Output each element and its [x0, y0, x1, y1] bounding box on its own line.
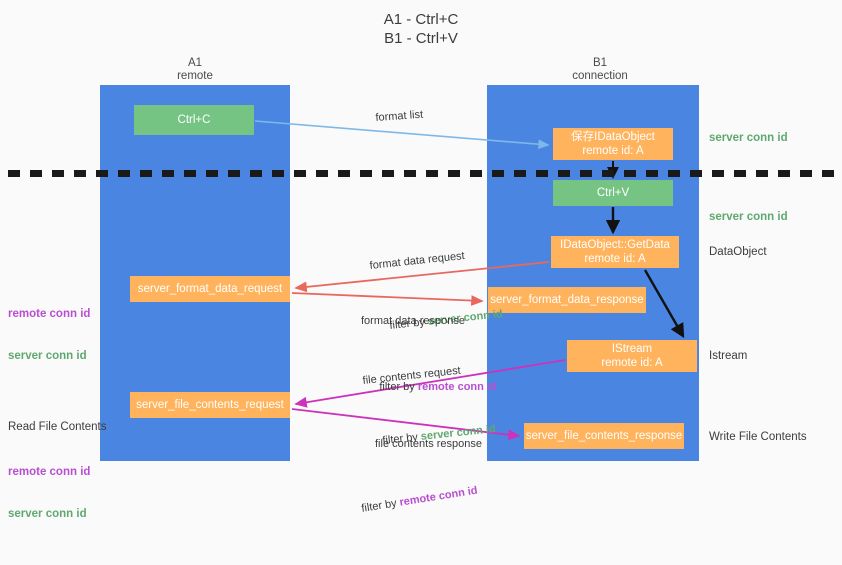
node-istream[interactable]: IStream remote id: A [567, 340, 697, 372]
node-save-idataobject-line1: 保存IDataObject [571, 131, 655, 143]
edge-label-format-data-response: format data response filter by remote co… [361, 284, 497, 440]
node-save-idataobject[interactable]: 保存IDataObject remote id: A [553, 128, 673, 160]
node-ctrl-c-label: Ctrl+C [177, 114, 211, 126]
left-label-remote-conn-id: remote conn id [8, 308, 91, 320]
node-ctrl-v-label: Ctrl+V [596, 187, 630, 199]
edge-label-file-contents-request-line1: file contents request [362, 364, 462, 387]
left-label-remote-conn-id: remote conn id [8, 466, 91, 478]
edge-label-format-list: format list [375, 108, 424, 124]
side-label-dataobject: DataObject [709, 246, 767, 258]
filter-prefix: filter by [379, 381, 418, 393]
node-ctrl-v[interactable]: Ctrl+V [553, 180, 673, 206]
node-server-file-contents-response-label: server_file_contents_response [525, 430, 683, 442]
left-label-server-conn-id: server conn id [8, 350, 87, 362]
left-label-read-file-contents: Read File Contents [8, 421, 107, 433]
node-istream-line2: remote id: A [601, 357, 663, 369]
node-server-format-data-request-label: server_format_data_request [137, 283, 283, 295]
filter-key-remote-conn-id: remote conn id [398, 484, 479, 509]
side-label-server-conn-id-mid: server conn id [709, 211, 788, 223]
node-ctrl-c[interactable]: Ctrl+C [134, 105, 254, 135]
side-label-write-file-contents: Write File Contents [709, 431, 807, 443]
node-idataobject-getdata[interactable]: IDataObject::GetData remote id: A [551, 236, 679, 268]
edge-label-file-contents-response: file contents response filter by remote … [361, 407, 483, 565]
node-istream-line1: IStream [611, 343, 653, 355]
edge-label-format-data-response-filter: filter by remote conn id [361, 365, 497, 410]
left-label-file-conn-ids: Read File Contents remote conn id server… [8, 392, 106, 549]
node-server-file-contents-request[interactable]: server_file_contents_request [130, 392, 290, 418]
edge-label-format-data-response-line1: format data response [361, 315, 465, 327]
node-server-file-contents-response[interactable]: server_file_contents_response [524, 423, 684, 449]
node-server-format-data-response[interactable]: server_format_data_response [488, 287, 646, 313]
edge-label-format-data-request-line1: format data request [369, 250, 466, 272]
node-idataobject-getdata-line2: remote id: A [584, 253, 646, 265]
filter-prefix: filter by [360, 496, 401, 515]
column-header-b1: B1 connection [572, 57, 628, 82]
diagram-canvas: A1 - Ctrl+C B1 - Ctrl+V A1 remote B1 con… [8, 11, 834, 520]
side-label-server-conn-id-top: server conn id [709, 132, 788, 144]
column-header-a1: A1 remote [177, 57, 213, 82]
page-title: A1 - Ctrl+C B1 - Ctrl+V [383, 11, 459, 47]
node-server-file-contents-request-label: server_file_contents_request [136, 399, 284, 411]
left-label-format-conn-ids: remote conn id server conn id [8, 279, 90, 391]
side-label-istream: Istream [709, 350, 748, 362]
filter-key-remote-conn-id: remote conn id [417, 381, 497, 393]
node-idataobject-getdata-line1: IDataObject::GetData [560, 239, 670, 251]
phase-divider [8, 170, 834, 177]
node-save-idataobject-line2: remote id: A [582, 145, 644, 157]
node-server-format-data-request[interactable]: server_format_data_request [130, 276, 290, 302]
node-server-format-data-response-label: server_format_data_response [490, 294, 644, 306]
edge-label-file-contents-response-line1: file contents response [375, 438, 483, 450]
left-label-server-conn-id: server conn id [8, 508, 87, 520]
